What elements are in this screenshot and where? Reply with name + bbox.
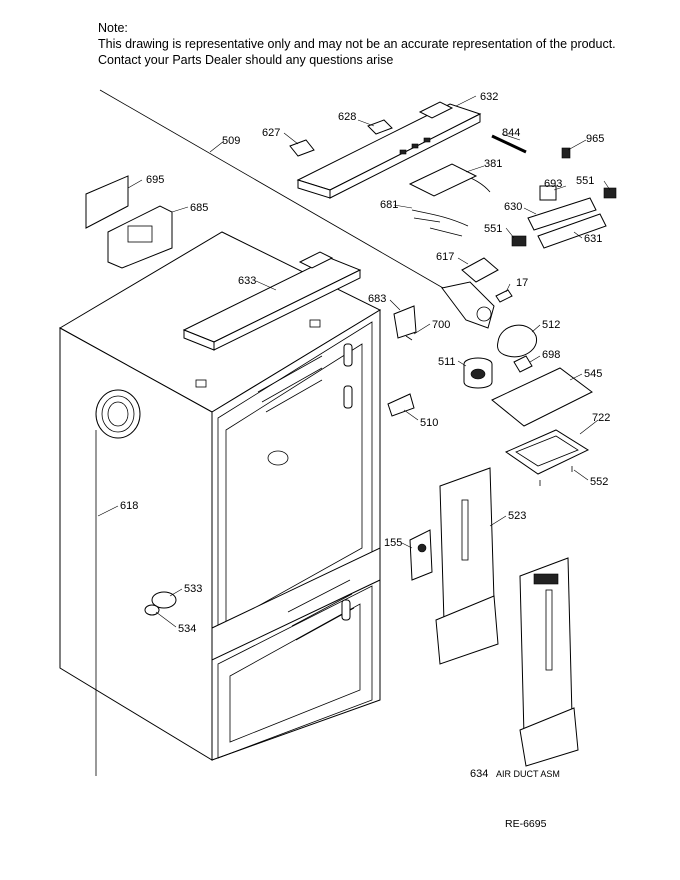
part-632-top-panel (296, 101, 482, 199)
part-labels: 632 628 627 509 844 965 381 695 685 693 … (120, 91, 610, 780)
note-heading: Note: (98, 21, 128, 35)
part-512-cover (497, 324, 538, 358)
label-551-bottom: 551 (484, 223, 502, 235)
label-683: 683 (368, 293, 386, 305)
label-700: 700 (432, 319, 450, 331)
caption-634: AIR DUCT ASM (496, 769, 560, 779)
label-685: 685 (190, 202, 208, 214)
part-693-switch (539, 185, 557, 201)
part-695-cover (85, 175, 129, 229)
label-617: 617 (436, 251, 454, 263)
label-510: 510 (420, 417, 438, 429)
label-634: 634 (470, 768, 488, 780)
label-722: 722 (592, 412, 610, 424)
label-698: 698 (542, 349, 560, 361)
part-618-fan-assembly (95, 389, 141, 776)
label-627: 627 (262, 127, 280, 139)
refrigerator-case (58, 231, 382, 761)
part-509-tube (99, 89, 451, 293)
part-628-bracket (367, 119, 393, 135)
label-523: 523 (508, 510, 526, 522)
part-523-duct (435, 467, 499, 665)
disclaimer-note: Note: This drawing is representative onl… (98, 20, 616, 68)
label-965: 965 (586, 133, 604, 145)
label-632: 632 (480, 91, 498, 103)
part-545-tray (491, 367, 593, 427)
label-695: 695 (146, 174, 164, 186)
label-552: 552 (590, 476, 608, 488)
leader-lines (97, 95, 611, 628)
part-683-bracket (393, 305, 417, 339)
part-844-rail (491, 134, 527, 154)
part-551-clip-bottom (511, 235, 527, 247)
note-line-2: Contact your Parts Dealer should any que… (98, 53, 394, 67)
part-627-bracket (289, 139, 315, 157)
label-631: 631 (584, 233, 602, 245)
label-381: 381 (484, 158, 502, 170)
label-533: 533 (184, 583, 202, 595)
label-509: 509 (222, 135, 240, 147)
part-630-panel (527, 197, 597, 231)
part-700-screw (405, 335, 413, 341)
label-155: 155 (384, 537, 402, 549)
part-551-clip-top (603, 187, 617, 199)
part-685-housing (107, 205, 173, 269)
part-633-top-panel (182, 251, 362, 351)
note-line-1: This drawing is representative only and … (98, 37, 616, 51)
part-965-clip (561, 147, 571, 159)
label-628: 628 (338, 111, 356, 123)
label-618: 618 (120, 500, 138, 512)
part-617-assembly (441, 257, 499, 329)
part-511-motor (463, 357, 493, 389)
label-512: 512 (542, 319, 560, 331)
label-511: 511 (438, 356, 456, 368)
part-634-air-duct (519, 557, 579, 767)
drawing-reference: RE-6695 (505, 818, 547, 830)
label-545: 545 (584, 368, 602, 380)
part-631-panel (537, 213, 607, 249)
part-681-board (408, 163, 478, 237)
label-551-top: 551 (576, 175, 594, 187)
part-722-frame (504, 429, 590, 475)
part-698-plate (513, 355, 533, 373)
label-844: 844 (502, 127, 520, 139)
part-155-control (409, 529, 433, 581)
part-534-grommet (144, 604, 160, 616)
label-17: 17 (516, 277, 528, 289)
label-693: 693 (544, 178, 562, 190)
label-681: 681 (380, 199, 398, 211)
part-510-bracket (387, 393, 415, 417)
label-633: 633 (238, 275, 256, 287)
label-630: 630 (504, 201, 522, 213)
label-534: 534 (178, 623, 196, 635)
part-17-fitting (495, 289, 513, 303)
